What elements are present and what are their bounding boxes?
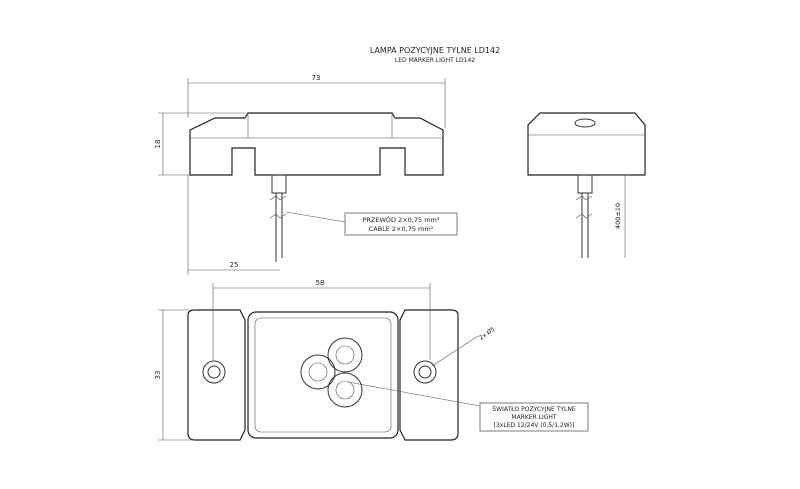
- dim-hole-spacing: 58: [316, 279, 325, 287]
- dim-cable-offset: 25: [230, 261, 239, 269]
- light-label-pl: ŚWIATŁO POZYCYJNE TYLNE: [492, 406, 575, 413]
- drawing-title: LAMPA POZYCYJNE TYLNE LD142: [370, 46, 500, 55]
- dim-cable-length: 400±10: [614, 203, 622, 229]
- light-label-spec: [3xLED 12/24V (0,5/1,2W)]: [494, 422, 575, 429]
- cable-label-pl: PRZEWÓD 2×0,75 mm²: [362, 215, 439, 224]
- light-label-en: MARKER LIGHT: [511, 414, 557, 421]
- dim-holes: 2x Ø5: [478, 326, 497, 342]
- plan-view: 58 33 2x Ø5 ŚWIATŁO POZYCYJNE TYLNE MARK…: [154, 279, 589, 441]
- dim-height: 18: [154, 140, 162, 149]
- cable-label-en: CABLE 2×0,75 mm²: [369, 225, 434, 233]
- drawing-subtitle: LED MARKER LIGHT LD142: [395, 57, 475, 64]
- side-view: 400±10: [527, 112, 646, 258]
- dim-width: 33: [154, 371, 162, 380]
- cable: [269, 174, 287, 262]
- dim-length: 73: [312, 74, 321, 82]
- front-view: 73 18 25 PRZEWÓD 2×0,75 mm² CABLE 2×0,75…: [154, 74, 458, 275]
- led-cluster: [300, 337, 363, 408]
